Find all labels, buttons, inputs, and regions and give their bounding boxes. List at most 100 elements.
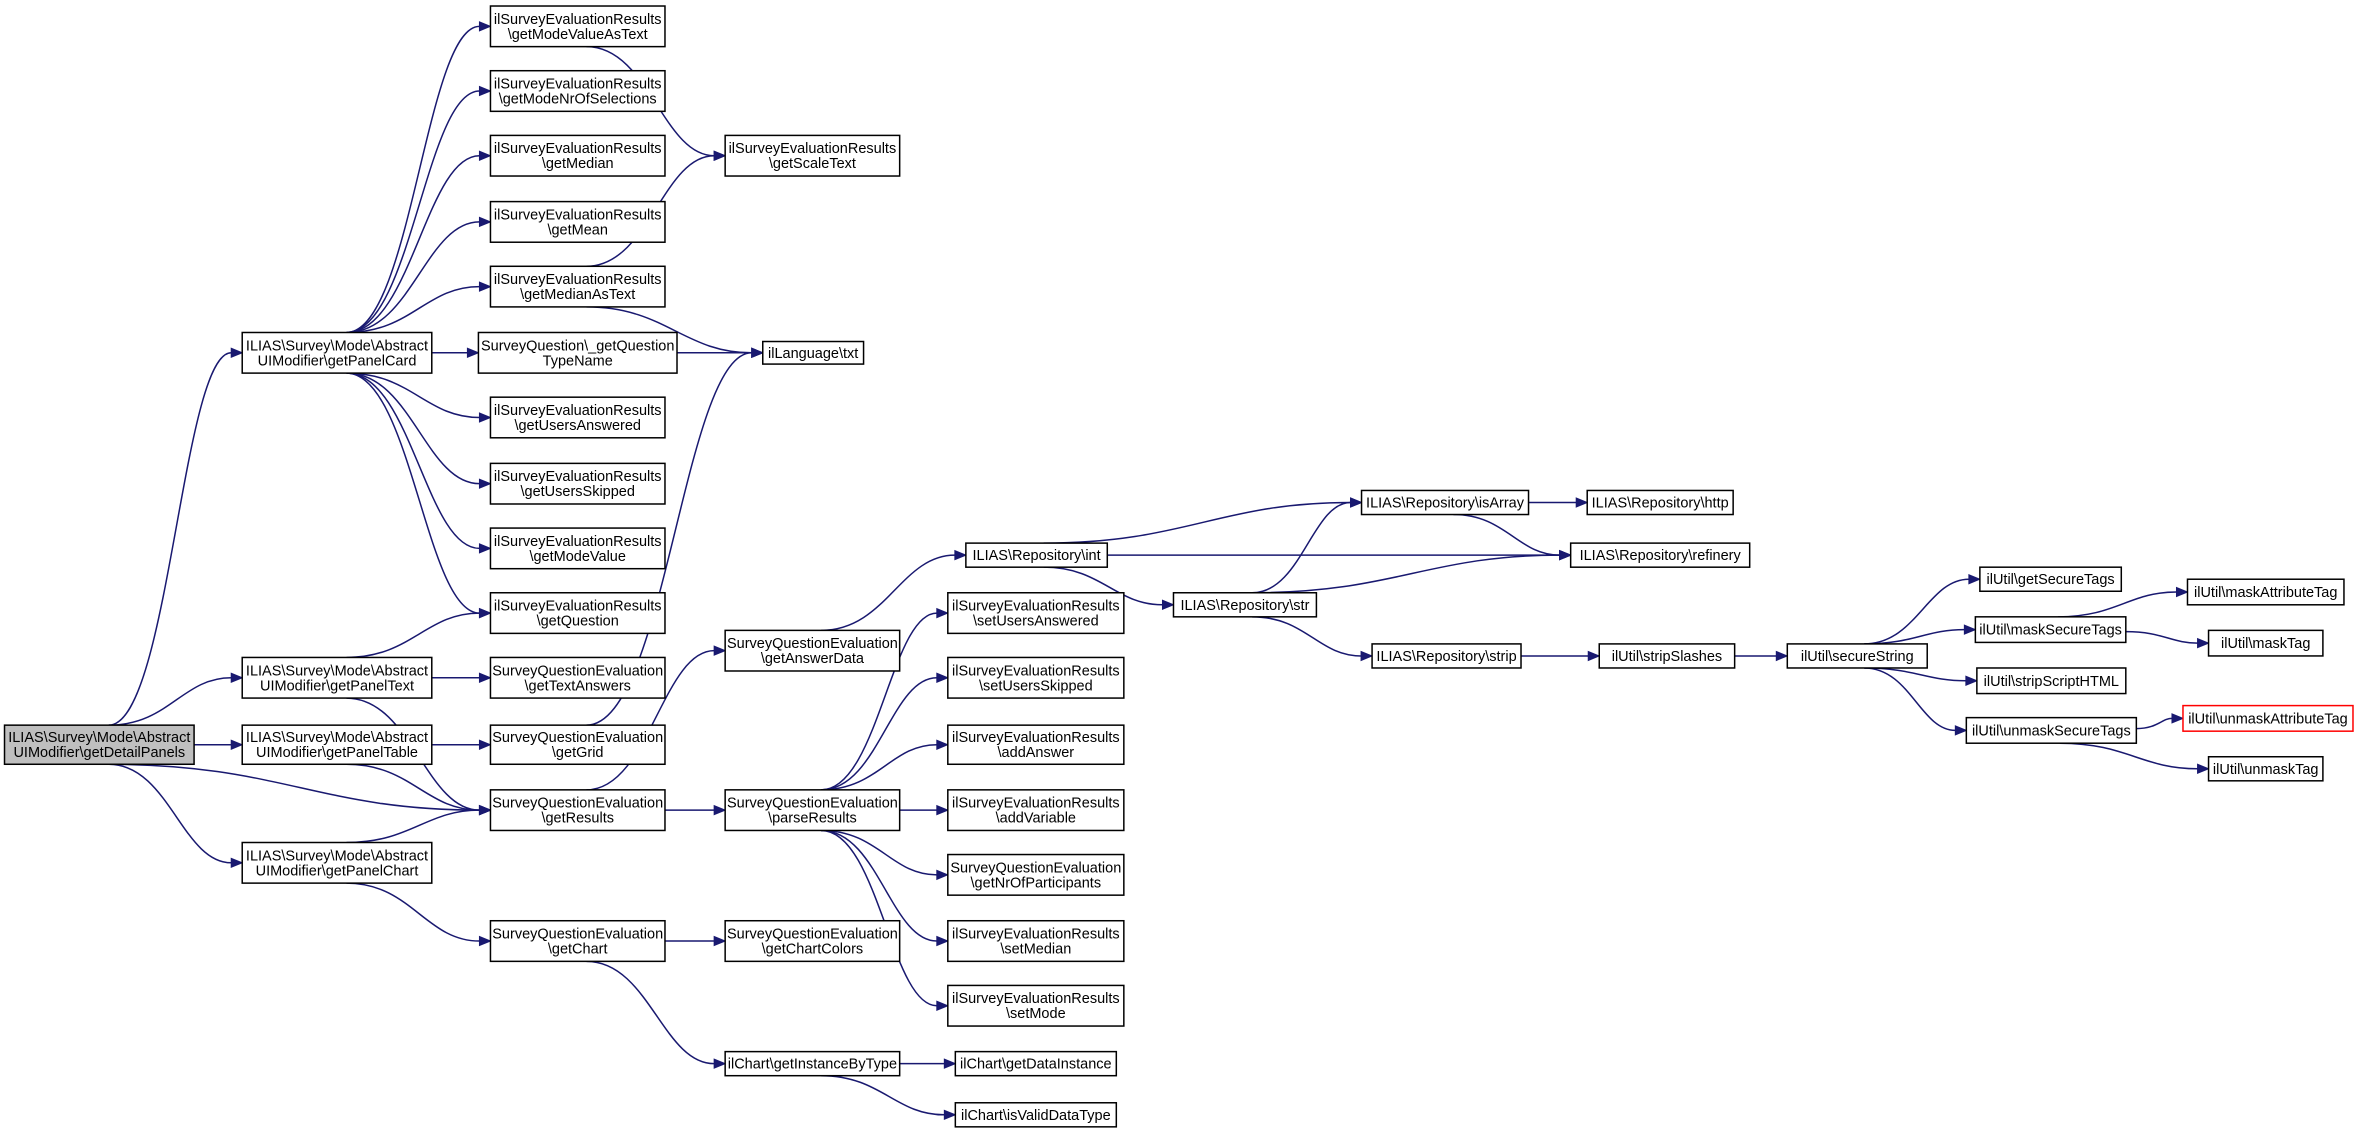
- graph-node-isValidDataType[interactable]: ilChart\isValidDataType: [954, 1102, 1118, 1128]
- graph-node-getScaleText[interactable]: ilSurveyEvaluationResults\getScaleText: [724, 134, 901, 177]
- edge-line: [1252, 616, 1362, 657]
- graph-node-getPanelTable[interactable]: ILIAS\Survey\Mode\AbstractUIModifier\get…: [241, 724, 433, 766]
- edge-parseResults-to-getNrOfParticipants: [821, 829, 950, 881]
- node-label: ILIAS\Repository\refinery: [1580, 548, 1742, 564]
- graph-node-getPanelChart[interactable]: ILIAS\Survey\Mode\AbstractUIModifier\get…: [241, 841, 433, 884]
- graph-node-setMedian[interactable]: ilSurveyEvaluationResults\setMedian: [947, 919, 1125, 963]
- edge-getPanelText-to-getTextAnswers: [431, 672, 492, 684]
- graph-node-getModeNrOfSelections[interactable]: ilSurveyEvaluationResults\getModeNrOfSel…: [489, 69, 666, 113]
- node-box: [724, 919, 901, 963]
- edge-line: [821, 829, 937, 876]
- node-box: [2207, 755, 2324, 782]
- node-box: [724, 629, 901, 672]
- edge-getPanelCard-to-getUsersSkipped: [346, 372, 492, 489]
- graph-node-maskSecureTags[interactable]: ilUtil\maskSecureTags: [1974, 616, 2127, 644]
- graph-node-repoInt[interactable]: ILIAS\Repository\int: [965, 542, 1109, 568]
- graph-node-setMode[interactable]: ilSurveyEvaluationResults\setMode: [947, 984, 1125, 1027]
- graph-node-getInstanceByType[interactable]: ilChart\getInstanceByType: [724, 1050, 901, 1077]
- graph-node-getQuestion[interactable]: ilSurveyEvaluationResults\getQuestion: [489, 592, 666, 635]
- graph-node-parseResults[interactable]: SurveyQuestionEvaluation\parseResults: [724, 789, 901, 832]
- edge-line: [586, 960, 715, 1065]
- graph-node-repoStr[interactable]: ILIAS\Repository\str: [1172, 592, 1318, 618]
- graph-node-getTextAnswers[interactable]: SurveyQuestionEvaluation\getTextAnswers: [489, 656, 666, 699]
- edge-arrowhead: [936, 1000, 950, 1011]
- graph-node-getResults[interactable]: SurveyQuestionEvaluation\getResults: [489, 789, 666, 832]
- graph-node-stripScriptHTML[interactable]: ilUtil\stripScriptHTML: [1976, 667, 2127, 695]
- edge-line: [821, 1074, 945, 1116]
- node-label: \getChartColors: [762, 942, 864, 958]
- graph-node-getModeValueAsText[interactable]: ilSurveyEvaluationResults\getModeValueAs…: [489, 5, 666, 48]
- edge-arrowhead: [478, 478, 492, 489]
- graph-node-getChart[interactable]: SurveyQuestionEvaluation\getChart: [489, 919, 666, 963]
- node-box: [489, 592, 666, 635]
- graph-node-getMedianAsText[interactable]: ilSurveyEvaluationResults\getMedianAsTex…: [489, 265, 666, 308]
- edge-line: [821, 829, 937, 1007]
- edge-repoIsArray-to-repoRefinery: [1453, 513, 1572, 561]
- graph-node-getUsersAnswered[interactable]: ilSurveyEvaluationResults\getUsersAnswer…: [489, 396, 666, 439]
- graph-node-repoStrip[interactable]: ILIAS\Repository\strip: [1371, 643, 1522, 669]
- graph-node-addVariable[interactable]: ilSurveyEvaluationResults\addVariable: [947, 789, 1125, 832]
- node-box: [947, 984, 1125, 1027]
- graph-node-unmaskSecureTags[interactable]: ilUtil\unmaskSecureTags: [1965, 716, 2138, 744]
- edge-arrowhead: [1559, 549, 1572, 561]
- edge-arrowhead: [713, 935, 727, 947]
- edge-repoStr-to-repoIsArray: [1252, 497, 1363, 594]
- graph-node-getPanelText[interactable]: ILIAS\Survey\Mode\AbstractUIModifier\get…: [241, 656, 433, 699]
- graph-node-setUsersSkipped[interactable]: ilSurveyEvaluationResults\setUsersSkippe…: [947, 656, 1125, 699]
- node-label: ilSurveyEvaluationResults: [494, 403, 662, 419]
- edge-getPanelCard-to-getModeValue: [346, 372, 492, 554]
- graph-node-repoHttp[interactable]: ILIAS\Repository\http: [1586, 489, 1734, 516]
- graph-node-getNrOfParticipants[interactable]: SurveyQuestionEvaluation\getNrOfParticip…: [947, 853, 1125, 896]
- graph-node-setUsersAnswered[interactable]: ilSurveyEvaluationResults\setUsersAnswer…: [947, 592, 1125, 635]
- edge-arrowhead: [1587, 650, 1601, 662]
- graph-node-getUsersSkipped[interactable]: ilSurveyEvaluationResults\getUsersSkippe…: [489, 462, 666, 505]
- graph-node-unmaskTag[interactable]: ilUtil\unmaskTag: [2207, 755, 2324, 782]
- edge-arrowhead: [478, 804, 492, 816]
- graph-node-addAnswer[interactable]: ilSurveyEvaluationResults\addAnswer: [947, 724, 1125, 766]
- graph-node-getDataInstance[interactable]: ilChart\getDataInstance: [954, 1050, 1118, 1077]
- node-label: SurveyQuestionEvaluation: [727, 796, 898, 812]
- graph-node-stripSlashes[interactable]: ilUtil\stripSlashes: [1598, 643, 1736, 669]
- edge-getPanelText-to-getQuestion: [346, 607, 492, 659]
- edge-line: [1252, 501, 1351, 594]
- edge-arrowhead: [936, 739, 950, 750]
- edge-line: [1252, 554, 1560, 594]
- graph-node-getMean[interactable]: ilSurveyEvaluationResults\getMean: [489, 200, 666, 243]
- graph-node-getPanelCard[interactable]: ILIAS\Survey\Mode\AbstractUIModifier\get…: [241, 331, 433, 374]
- graph-node-maskAttributeTag[interactable]: ilUtil\maskAttributeTag: [2186, 578, 2345, 606]
- graph-node-unmaskAttributeTag[interactable]: ilUtil\unmaskAttributeTag: [2182, 704, 2354, 732]
- graph-node-secureString[interactable]: ilUtil\secureString: [1786, 643, 1928, 669]
- graph-node-txt[interactable]: ilLanguage\txt: [762, 340, 865, 365]
- node-label: ILIAS\Survey\Mode\Abstract: [246, 663, 428, 679]
- graph-node-getModeValue[interactable]: ilSurveyEvaluationResults\getModeValue: [489, 527, 666, 570]
- graph-node-maskTag[interactable]: ilUtil\maskTag: [2207, 629, 2324, 657]
- node-box: [947, 592, 1125, 635]
- graph-node-getChartColors[interactable]: SurveyQuestionEvaluation\getChartColors: [724, 919, 901, 963]
- edge-getDetailPanels-to-getPanelCard: [108, 347, 244, 726]
- edge-arrowhead: [478, 281, 492, 292]
- node-box: [489, 134, 666, 177]
- node-box: [1569, 542, 1751, 568]
- graph-node-repoRefinery[interactable]: ILIAS\Repository\refinery: [1569, 542, 1751, 568]
- edge-arrowhead: [713, 804, 727, 816]
- edge-arrowhead: [478, 607, 492, 619]
- node-label: SurveyQuestionEvaluation: [492, 927, 663, 943]
- graph-node-repoIsArray[interactable]: ILIAS\Repository\isArray: [1360, 489, 1530, 516]
- edge-arrowhead: [713, 150, 727, 161]
- node-box: [1979, 566, 2123, 593]
- graph-node-getSecureTags[interactable]: ilUtil\getSecureTags: [1979, 566, 2123, 593]
- graph-node-getMedian[interactable]: ilSurveyEvaluationResults\getMedian: [489, 134, 666, 177]
- graph-node-getDetailPanels[interactable]: ILIAS\Survey\Mode\AbstractUIModifier\get…: [3, 724, 195, 766]
- graph-node-getAnswerData[interactable]: SurveyQuestionEvaluation\getAnswerData: [724, 629, 901, 672]
- edge-arrowhead: [1575, 497, 1589, 508]
- edge-line: [108, 352, 232, 726]
- node-label: UIModifier\getDetailPanels: [13, 745, 185, 761]
- node-box: [947, 919, 1125, 963]
- graph-node-getGrid[interactable]: SurveyQuestionEvaluation\getGrid: [489, 724, 666, 766]
- node-label: \getQuestion: [537, 614, 619, 630]
- node-label: \getNrOfParticipants: [971, 875, 1102, 891]
- edge-arrowhead: [1965, 675, 1979, 687]
- node-label: \getMedian: [542, 156, 614, 172]
